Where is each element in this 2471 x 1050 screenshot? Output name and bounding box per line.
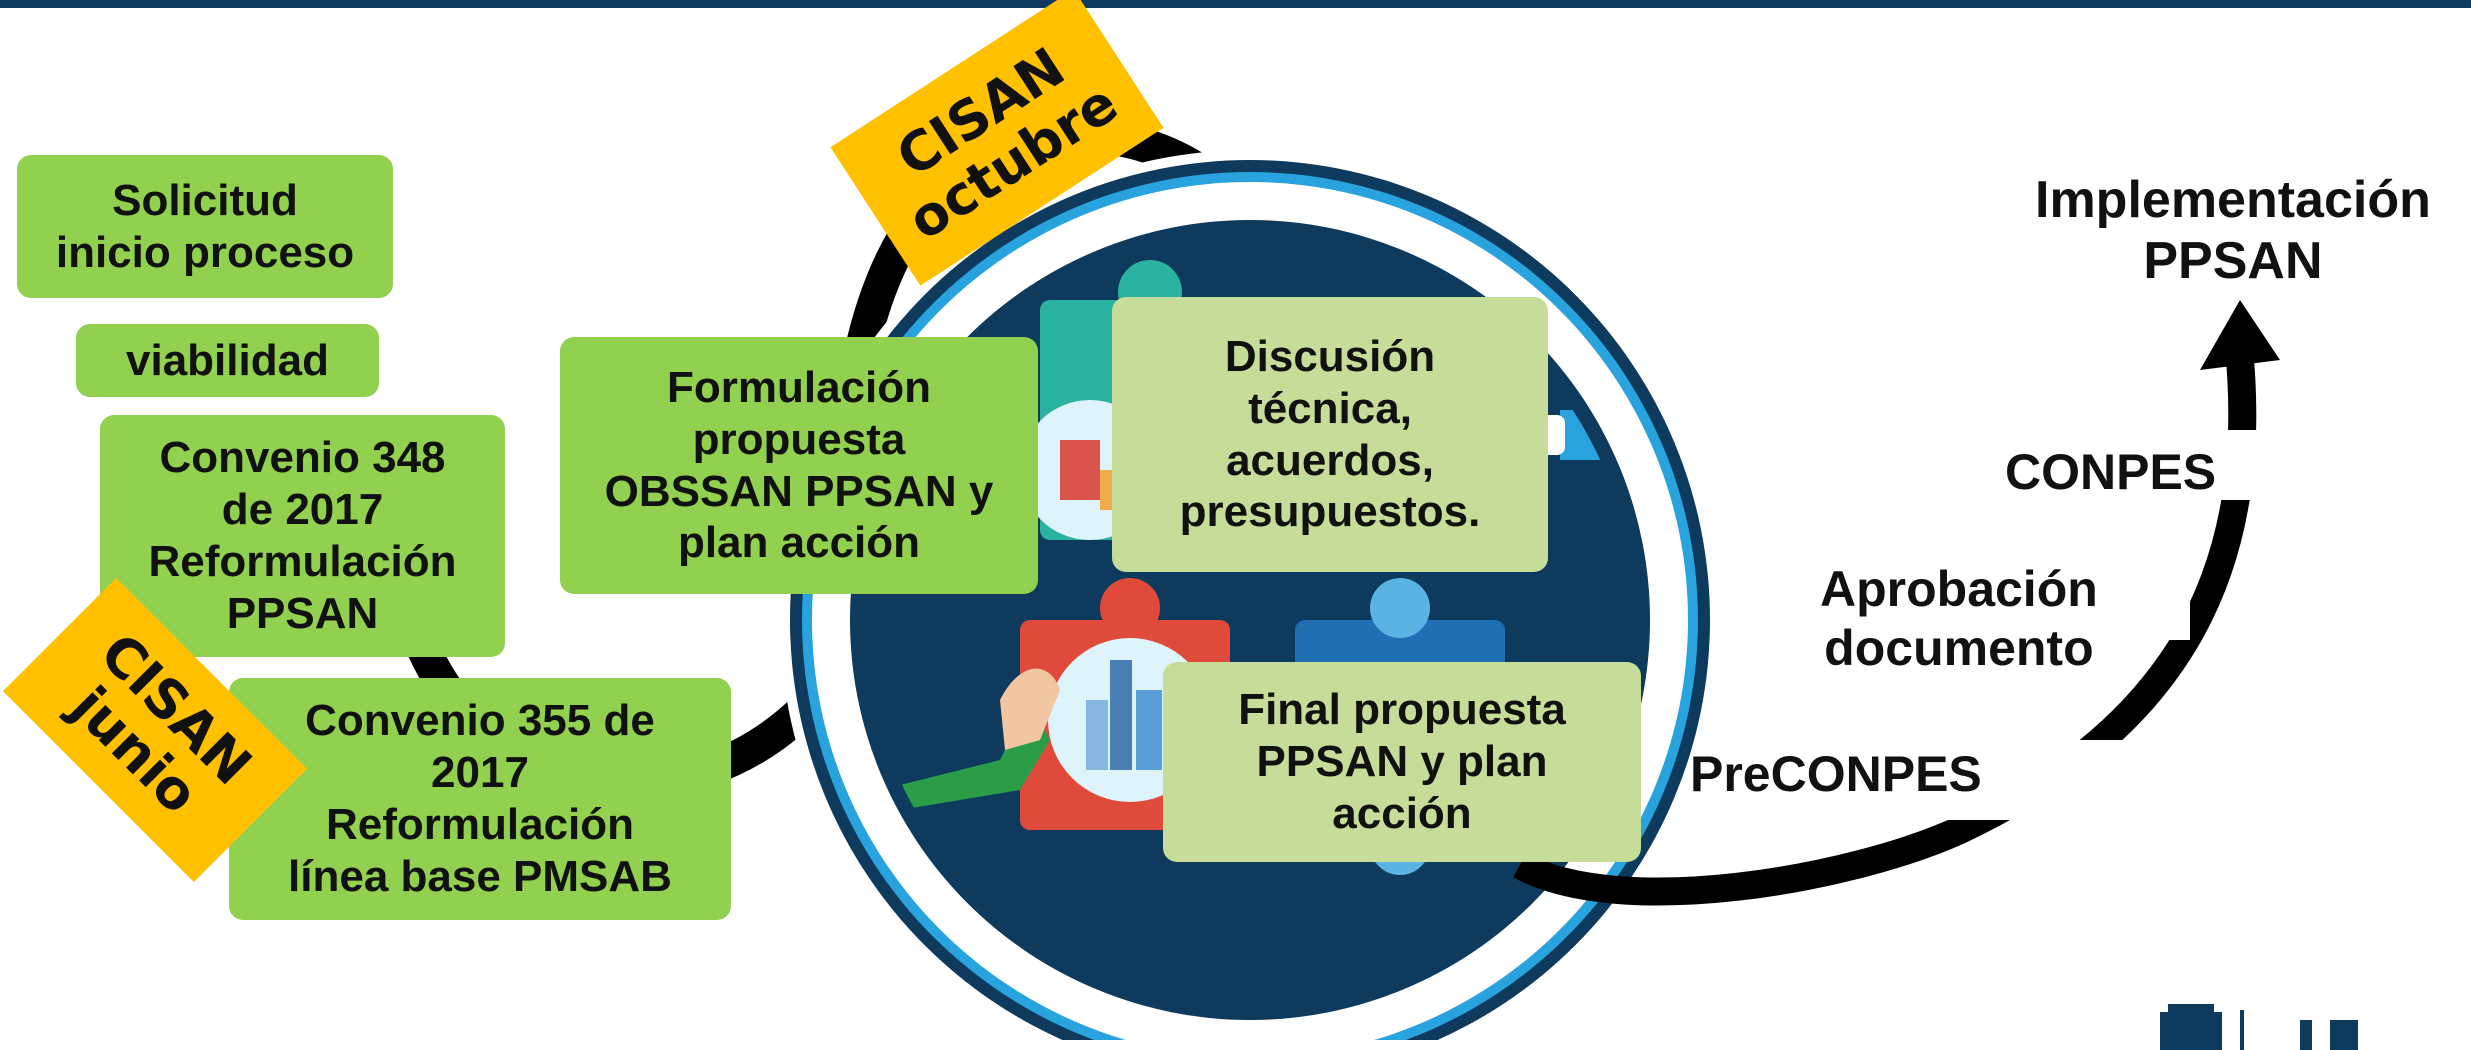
preconpes-label: PreCONPES xyxy=(1690,746,1982,802)
viabilidad-box: viabilidad xyxy=(76,324,379,397)
formulacion-box: Formulación propuesta OBSSAN PPSAN y pla… xyxy=(560,337,1038,594)
aprobacion-label: Aprobación documento xyxy=(1820,561,2098,676)
conpes-label: CONPES xyxy=(2005,444,2217,500)
convenio-348-box: Convenio 348 de 2017 Reformulación PPSAN xyxy=(100,415,505,657)
top-bar xyxy=(0,0,2471,8)
convenio-355-box: Convenio 355 de 2017 Reformulación línea… xyxy=(229,678,731,920)
solicitud-box: Solicitud inicio proceso xyxy=(17,155,393,298)
implementacion-label: Implementación PPSAN xyxy=(2035,171,2431,291)
final-propuesta-box: Final propuesta PPSAN y plan acción xyxy=(1163,662,1641,862)
arrow-to-implementacion xyxy=(1513,300,2280,906)
bogota-shield-logo-icon xyxy=(2160,1004,2358,1050)
discusion-box: Discusión técnica, acuerdos, presupuesto… xyxy=(1112,297,1548,572)
